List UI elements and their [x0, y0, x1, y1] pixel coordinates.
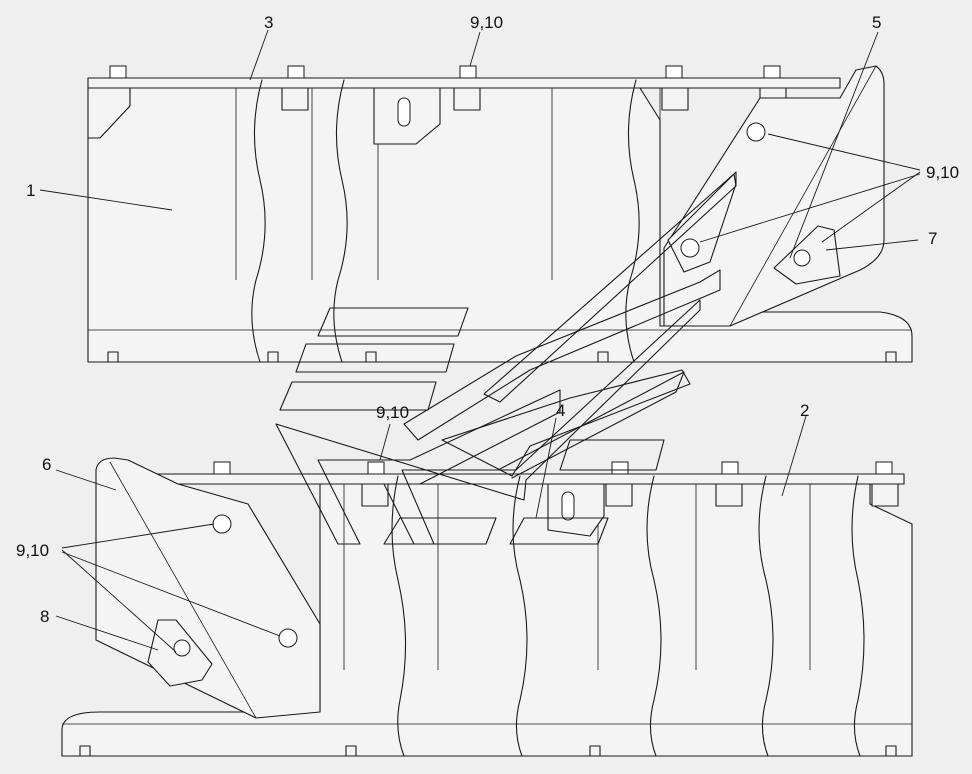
lower-clip-1	[361, 483, 389, 507]
callout-6: 6	[42, 455, 51, 474]
part-7-bolt	[793, 249, 811, 267]
callout-9-10-left: 9,10	[16, 541, 49, 560]
lower-break-line-2	[512, 475, 528, 757]
callout-2: 2	[800, 401, 809, 420]
frame-left	[275, 299, 701, 545]
leader-lines	[39, 29, 921, 653]
callout-3: 3	[264, 13, 273, 32]
callout-7: 7	[928, 229, 937, 248]
lower-notch-4	[885, 745, 897, 757]
upper-top-rail	[87, 77, 841, 89]
callout-9-10-top: 9,10	[470, 13, 503, 32]
part-8-bolt	[173, 639, 191, 657]
insert-plate-6	[559, 439, 665, 471]
callout-5: 5	[872, 13, 881, 32]
lower-notch-1	[79, 745, 91, 757]
upper-break-line-2	[333, 79, 348, 363]
frame-bottom-ext	[497, 371, 685, 479]
insert-plate-4	[383, 517, 497, 545]
insert-plate-2	[295, 343, 455, 373]
lower-clip-2	[605, 483, 633, 507]
part-5-inner-edge	[729, 65, 877, 327]
upper-break-line-3	[625, 79, 640, 363]
part-6-inner-edge	[109, 461, 257, 719]
upper-clip-3	[661, 87, 689, 111]
insert-plate-3	[279, 381, 437, 411]
lower-rail-bolts	[213, 461, 893, 475]
lower-top-rail	[145, 473, 905, 485]
part-6-bolt-upper	[212, 514, 232, 534]
lower-break-line-5	[851, 475, 865, 757]
upper-clip-2	[453, 87, 481, 111]
upper-clip-1	[281, 87, 309, 111]
lower-housing-body	[61, 483, 913, 757]
callout-4: 4	[556, 401, 565, 420]
callout-9-10-middle: 9,10	[376, 403, 409, 422]
upper-notch-4	[597, 351, 609, 363]
part-5-side-plate	[663, 65, 885, 327]
part-6-bolt-lower	[278, 628, 298, 648]
insert-plate-1	[317, 307, 469, 337]
lower-clip-3	[715, 483, 743, 507]
lower-assembly	[61, 457, 913, 757]
lower-notch-3	[589, 745, 601, 757]
upper-assembly	[87, 65, 913, 363]
upper-break-line-1	[251, 79, 266, 363]
lower-break-line-4	[758, 475, 774, 757]
exploded-parts	[275, 173, 737, 545]
callout-8: 8	[40, 607, 49, 626]
part-5-bolt-upper	[746, 122, 766, 142]
frame-right-b	[441, 369, 691, 477]
lower-clip-4	[871, 483, 899, 507]
upper-notch-2	[267, 351, 279, 363]
upper-notch-3	[365, 351, 377, 363]
callout-1: 1	[26, 181, 35, 200]
insert-plate-5	[509, 517, 609, 545]
callout-9-10-right: 9,10	[926, 163, 959, 182]
lower-notch-2	[345, 745, 357, 757]
lower-break-line-3	[646, 475, 662, 757]
frame-right-a	[403, 269, 721, 441]
upper-bracket-slot	[397, 97, 411, 127]
upper-notch-1	[107, 351, 119, 363]
part-4-bracket	[547, 483, 605, 537]
part-4-slot	[561, 491, 575, 521]
lower-break-line-1	[391, 475, 407, 757]
insert-plate-large	[483, 173, 737, 403]
upper-rail-bolts	[109, 65, 781, 79]
upper-notch-5	[885, 351, 897, 363]
part-5-bolt-mid	[680, 238, 700, 258]
